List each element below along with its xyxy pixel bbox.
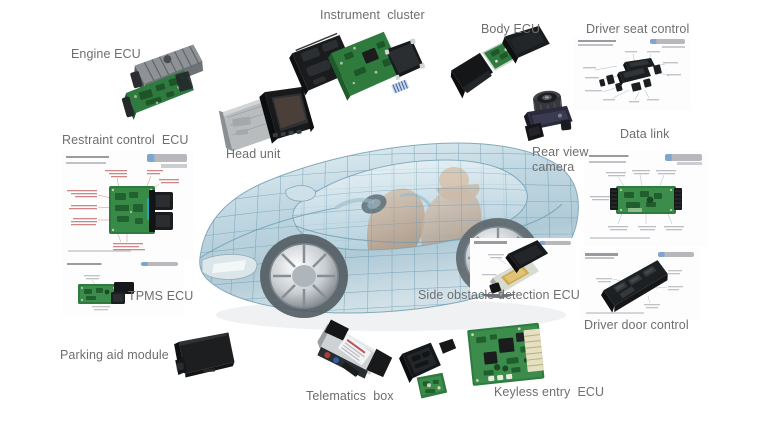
body-ecu-part <box>450 25 554 99</box>
sheet-logo <box>649 38 686 45</box>
telematics-box-part <box>310 319 393 394</box>
sheet-header-line <box>588 154 654 158</box>
engine-ecu-part <box>118 44 212 122</box>
sheet-subheader-line <box>577 44 614 47</box>
parking-aid-module-part <box>172 328 242 384</box>
label-driver-door-control: Driver door control <box>584 318 689 332</box>
sheet-logo <box>664 153 702 161</box>
sheet-header-line <box>474 241 528 244</box>
sheet-header-line <box>66 262 123 266</box>
driver-door-control-part <box>580 248 700 320</box>
keyless-entry-ecu-part <box>466 320 552 392</box>
side-obstacle-part <box>470 238 576 297</box>
label-driver-seat-control: Driver seat control <box>586 22 690 36</box>
sheet-logo <box>141 262 178 267</box>
sheet-header-line <box>577 39 640 43</box>
sheet-footer-line <box>590 237 650 240</box>
head-unit-part <box>218 86 315 156</box>
sheet-logo-sub <box>160 164 188 168</box>
sheet-logo <box>658 252 694 258</box>
sheet-logo <box>538 240 571 245</box>
tpms-ecu-part <box>62 258 184 316</box>
sheet-footer-line <box>586 311 644 314</box>
label-data-link: Data link <box>620 127 670 141</box>
sheet-footer-line <box>67 250 132 253</box>
label-parking-aid-module: Parking aid module <box>60 348 169 362</box>
keyless-fob-part <box>399 338 472 406</box>
label-rear-view-camera: Rear view camera <box>532 145 589 174</box>
label-engine-ecu: Engine ECU <box>71 47 141 61</box>
label-keyless-entry-ecu: Keyless entry ECU <box>494 385 605 399</box>
sheet-subheader-line <box>66 162 107 165</box>
restraint-control-ecu-part <box>61 150 194 260</box>
sheet-header-line <box>66 155 136 158</box>
label-head-unit: Head unit <box>226 147 281 161</box>
label-instrument-cluster: Instrument cluster <box>320 8 425 22</box>
label-restraint-control-ecu: Restraint control ECU <box>62 133 189 147</box>
sheet-logo-sub <box>677 162 702 166</box>
instrument-cluster-part <box>289 26 426 122</box>
label-body-ecu: Body ECU <box>481 22 541 36</box>
label-tpms-ecu: TPMS ECU <box>128 289 194 303</box>
data-link-part <box>584 150 708 246</box>
sheet-subheader-line <box>584 257 614 260</box>
sheet-logo-sub <box>661 45 686 48</box>
driver-seat-control-part <box>573 36 691 110</box>
sheet-header-line <box>584 253 638 256</box>
rear-view-camera-part <box>514 84 580 150</box>
label-telematics-box: Telematics box <box>306 389 394 403</box>
sheet-logo <box>147 154 188 163</box>
label-side-obstacle-detection-ecu: Side obstacle detection ECU <box>418 288 580 302</box>
sheet-subheader-line <box>588 160 627 163</box>
